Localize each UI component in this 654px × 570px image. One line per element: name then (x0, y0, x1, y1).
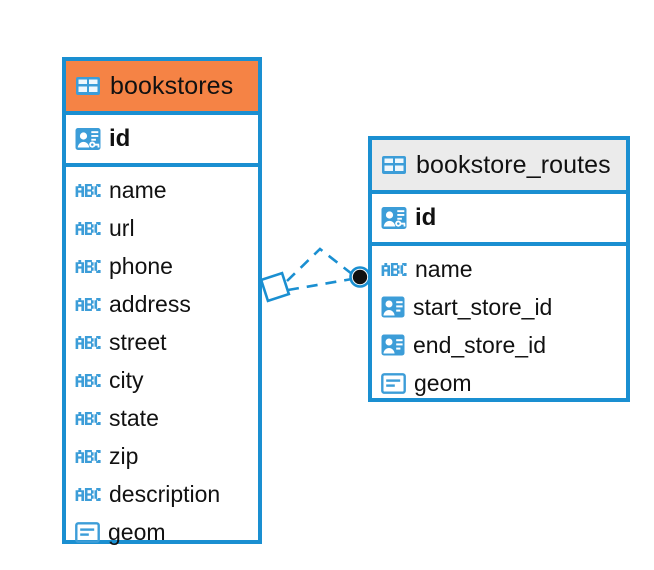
field-label-bookstores-url: url (109, 214, 135, 241)
field-label-bookstore-routes-geom: geom (414, 369, 472, 396)
field-label-bookstores-name: name (109, 176, 167, 203)
field-label-bookstores-address: address (109, 290, 191, 317)
relationship-line-end-store[interactable] (287, 277, 353, 292)
field-label-bookstores-description: description (109, 480, 221, 507)
field-row-bookstore-routes-end-store-id[interactable]: end_store_id (372, 326, 626, 364)
text-abc-icon (75, 335, 101, 349)
field-row-bookstores-url[interactable]: url (66, 209, 258, 247)
field-row-bookstores-description[interactable]: description (66, 475, 258, 513)
entity-table-bookstores[interactable]: bookstores id nam (62, 57, 262, 544)
field-label-bookstores-state: state (109, 404, 159, 431)
field-row-bookstores-zip[interactable]: zip (66, 437, 258, 475)
field-list-bookstores: name url phone address street city state zip des… (66, 167, 258, 557)
field-label-bookstore-routes-name: name (415, 255, 473, 282)
field-row-bookstores-address[interactable]: address (66, 285, 258, 323)
primary-key-icon (75, 128, 101, 150)
geometry-icon (381, 372, 406, 394)
field-row-bookstores-geom[interactable]: geom (66, 513, 258, 551)
foreign-key-icon (381, 334, 405, 356)
table-grid-icon (382, 156, 406, 174)
entity-header-bookstore-routes[interactable]: bookstore_routes (372, 140, 626, 190)
text-abc-icon (75, 259, 101, 273)
text-abc-icon (381, 262, 407, 276)
field-label-bookstores-zip: zip (109, 442, 139, 469)
field-row-bookstores-phone[interactable]: phone (66, 247, 258, 285)
table-grid-icon (76, 77, 100, 95)
relationship-line-start-store[interactable] (286, 247, 353, 282)
field-row-bookstores-id[interactable]: id (66, 115, 258, 163)
text-abc-icon (75, 449, 101, 463)
primary-key-zone-bookstores: id (66, 111, 258, 167)
field-label-bookstores-phone: phone (109, 252, 173, 279)
field-row-bookstores-state[interactable]: state (66, 399, 258, 437)
text-abc-icon (75, 297, 101, 311)
relationship-source-diamond-icon[interactable] (259, 271, 291, 303)
field-label-bookstores-city: city (109, 366, 144, 393)
text-abc-icon (75, 221, 101, 235)
field-label-bookstores-street: street (109, 328, 167, 355)
field-label-bookstores-id: id (109, 125, 131, 152)
entity-title-bookstore-routes: bookstore_routes (416, 150, 611, 179)
field-row-bookstores-city[interactable]: city (66, 361, 258, 399)
field-label-bookstore-routes-end-store-id: end_store_id (413, 331, 546, 358)
text-abc-icon (75, 487, 101, 501)
field-label-bookstore-routes-id: id (415, 204, 437, 231)
entity-table-bookstore-routes[interactable]: bookstore_routes id (368, 136, 630, 402)
relationship-target-circle-icon[interactable] (349, 266, 371, 288)
text-abc-icon (75, 183, 101, 197)
field-label-bookstores-geom: geom (108, 518, 166, 545)
field-row-bookstore-routes-start-store-id[interactable]: start_store_id (372, 288, 626, 326)
primary-key-zone-bookstore-routes: id (372, 190, 626, 246)
field-row-bookstores-name[interactable]: name (66, 171, 258, 209)
text-abc-icon (75, 411, 101, 425)
entity-header-bookstores[interactable]: bookstores (66, 61, 258, 111)
field-label-bookstore-routes-start-store-id: start_store_id (413, 293, 553, 320)
text-abc-icon (75, 373, 101, 387)
primary-key-icon (381, 207, 407, 229)
field-row-bookstores-street[interactable]: street (66, 323, 258, 361)
foreign-key-icon (381, 296, 405, 318)
geometry-icon (75, 521, 100, 543)
field-row-bookstore-routes-name[interactable]: name (372, 250, 626, 288)
entity-title-bookstores: bookstores (110, 71, 234, 100)
field-row-bookstore-routes-id[interactable]: id (372, 194, 626, 242)
field-row-bookstore-routes-geom[interactable]: geom (372, 364, 626, 402)
